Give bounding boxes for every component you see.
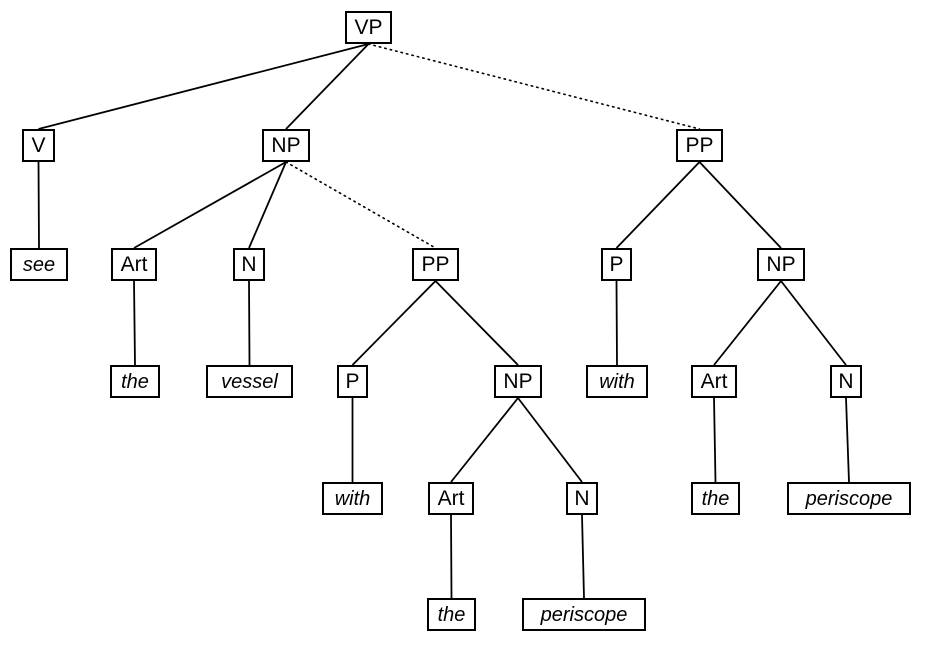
edge-ppright-p (615, 161, 701, 249)
edge-npright-n (780, 280, 847, 366)
edge-npmid-n (517, 397, 583, 483)
edge-ppmid-p (351, 280, 437, 366)
edge-artmid-the (450, 514, 453, 599)
tree-node-p_right: P (601, 248, 632, 281)
edge-art-the (133, 280, 136, 366)
tree-node-np1: NP (262, 129, 310, 162)
edge-np-art (133, 161, 287, 249)
edge-n-vessel (248, 280, 251, 366)
tree-node-pp_right: PP (676, 129, 723, 162)
tree-leaf-with_mid: with (322, 482, 383, 515)
tree-node-art_right: Art (691, 365, 737, 398)
tree-node-n_mid: N (566, 482, 598, 515)
edge-nmid-periscope (581, 514, 585, 599)
edge-ppmid-np (434, 280, 519, 366)
tree-leaf-the_right: the (691, 482, 740, 515)
tree-node-np_mid: NP (494, 365, 542, 398)
edge-npright-art (713, 280, 782, 366)
edge-vp-v (38, 43, 369, 130)
edge-nright-periscope (845, 397, 850, 483)
edge-np-n (248, 161, 287, 249)
tree-node-v: V (22, 129, 55, 162)
tree-node-n_right: N (830, 365, 862, 398)
edge-ppright-np (698, 161, 782, 249)
tree-node-art_mid: Art (428, 482, 474, 515)
tree-leaf-peri_right: periscope (787, 482, 911, 515)
tree-node-np_right: NP (757, 248, 805, 281)
tree-leaf-peri_mid: periscope (522, 598, 646, 631)
tree-node-n1: N (233, 248, 265, 281)
tree-leaf-with_right: with (586, 365, 648, 398)
tree-node-vp: VP (345, 11, 392, 44)
edge-vp-pp-right (367, 43, 701, 130)
tree-node-art1: Art (111, 248, 157, 281)
tree-leaf-vessel: vessel (206, 365, 293, 398)
tree-leaf-the_mid: the (427, 598, 476, 631)
edge-v-see (37, 161, 40, 249)
tree-node-p_mid: P (337, 365, 368, 398)
edge-pright-with (615, 280, 618, 366)
tree-leaf-see: see (10, 248, 68, 281)
edge-npmid-art (450, 397, 519, 483)
edge-vp-np (285, 43, 370, 130)
tree-node-pp_mid: PP (412, 248, 459, 281)
tree-leaf-the1: the (110, 365, 160, 398)
edge-np-pp-mid (285, 161, 437, 249)
edge-artright-the (713, 397, 717, 483)
